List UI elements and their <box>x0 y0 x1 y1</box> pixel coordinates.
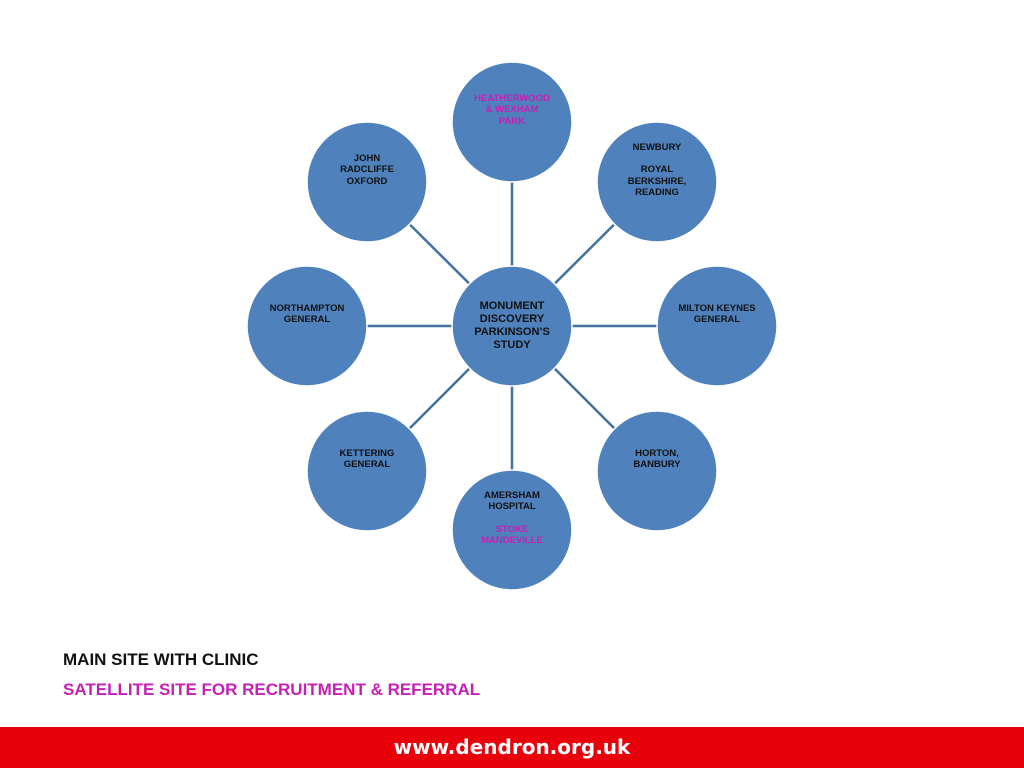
legend-satellite-site: SATELLITE SITE FOR RECRUITMENT & REFERRA… <box>63 680 481 699</box>
hub-and-spoke-diagram <box>246 61 778 591</box>
site-node-amersham <box>451 469 573 591</box>
footer-bar: www.dendron.org.uk <box>0 727 1024 768</box>
connector-newbury <box>553 223 616 285</box>
site-node-milton-keynes <box>656 265 778 387</box>
site-node-northampton <box>246 265 368 387</box>
hub-node-circle <box>451 265 573 387</box>
site-node-newbury <box>596 121 718 243</box>
connector-kettering <box>408 367 471 430</box>
connector-horton <box>553 367 616 430</box>
footer-url-link[interactable]: www.dendron.org.uk <box>393 735 631 759</box>
site-node-horton <box>596 410 718 532</box>
legend-main-site: MAIN SITE WITH CLINIC <box>63 650 259 669</box>
site-node-kettering <box>306 410 428 532</box>
connector-john-radcliffe <box>408 223 471 285</box>
site-node-john-radcliffe <box>306 121 428 243</box>
site-node-heatherwood <box>451 61 573 183</box>
